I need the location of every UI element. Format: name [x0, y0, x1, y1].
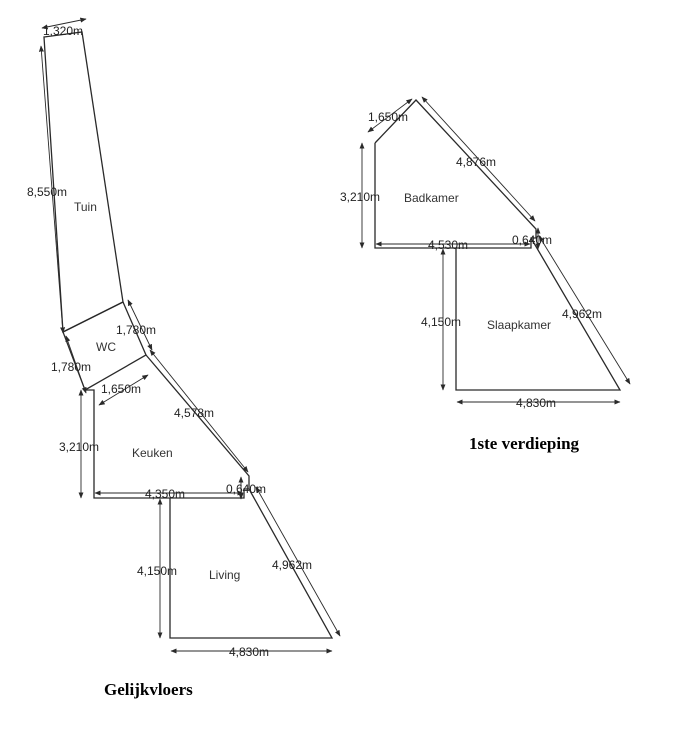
keuken-outline — [85, 354, 250, 499]
dim-line-bad-diag — [421, 96, 536, 222]
dim-line-slaap-diag — [538, 235, 631, 385]
dim-label-bad-step: 0,640m — [512, 233, 552, 247]
tuin-outline — [43, 31, 124, 334]
dim-line-keuken-diag — [149, 349, 249, 473]
dim-line-keuken-top — [98, 374, 149, 406]
dim-label-slaap-diag: 4,962m — [562, 307, 602, 321]
first-floor-title: 1ste verdieping — [469, 434, 580, 453]
dim-label-living-diag: 4,962m — [272, 558, 312, 572]
first-floor-dimensions — [359, 96, 631, 405]
dim-label-bad-height: 3,210m — [340, 190, 380, 204]
dim-label-keuken-height: 3,210m — [59, 440, 99, 454]
dim-line-wc-left — [65, 335, 87, 394]
dim-label-tuin-length: 8,550m — [27, 185, 67, 199]
dim-label-living-bottom: 4,830m — [229, 645, 269, 659]
room-label-badkamer: Badkamer — [404, 191, 459, 205]
dim-label-slaap-bottom: 4,830m — [516, 396, 556, 410]
dimension-labels: 1,320m 8,550m 1,780m 1,780m 1,650m 3,210… — [27, 24, 602, 659]
ground-floor-walls — [43, 31, 334, 639]
dim-line-living-diag — [255, 486, 341, 637]
room-labels: Tuin WC Keuken Living Badkamer Slaapkame… — [74, 191, 551, 582]
room-label-slaapkamer: Slaapkamer — [487, 318, 551, 332]
ground-floor-dimensions — [38, 17, 341, 654]
dim-line-tuin-length — [38, 45, 66, 334]
dim-label-bad-diag: 4,876m — [456, 155, 496, 169]
dim-label-slaap-height: 4,150m — [421, 315, 461, 329]
room-label-keuken: Keuken — [132, 446, 173, 460]
dim-line-bad-top — [367, 98, 413, 133]
dim-label-wc-right: 1,780m — [116, 323, 156, 337]
dim-label-keuken-diag: 4,578m — [174, 406, 214, 420]
dim-label-tuin-width: 1,320m — [43, 24, 83, 38]
ground-floor-title: Gelijkvloers — [104, 680, 193, 699]
room-label-tuin: Tuin — [74, 200, 97, 214]
dim-label-living-height: 4,150m — [137, 564, 177, 578]
dim-line-wc-right — [127, 299, 153, 351]
dim-line-tuin-width — [41, 17, 87, 30]
dim-label-bad-bottom: 4,530m — [428, 238, 468, 252]
room-label-living: Living — [209, 568, 240, 582]
dim-label-keuken-top: 1,650m — [101, 382, 141, 396]
dim-label-bad-top: 1,650m — [368, 110, 408, 124]
first-floor-walls — [374, 99, 622, 391]
room-label-wc: WC — [96, 340, 116, 354]
dim-label-keuken-bottom: 4,350m — [145, 487, 185, 501]
dim-label-wc-left: 1,780m — [51, 360, 91, 374]
dim-label-keuken-step: 0,640m — [226, 482, 266, 496]
